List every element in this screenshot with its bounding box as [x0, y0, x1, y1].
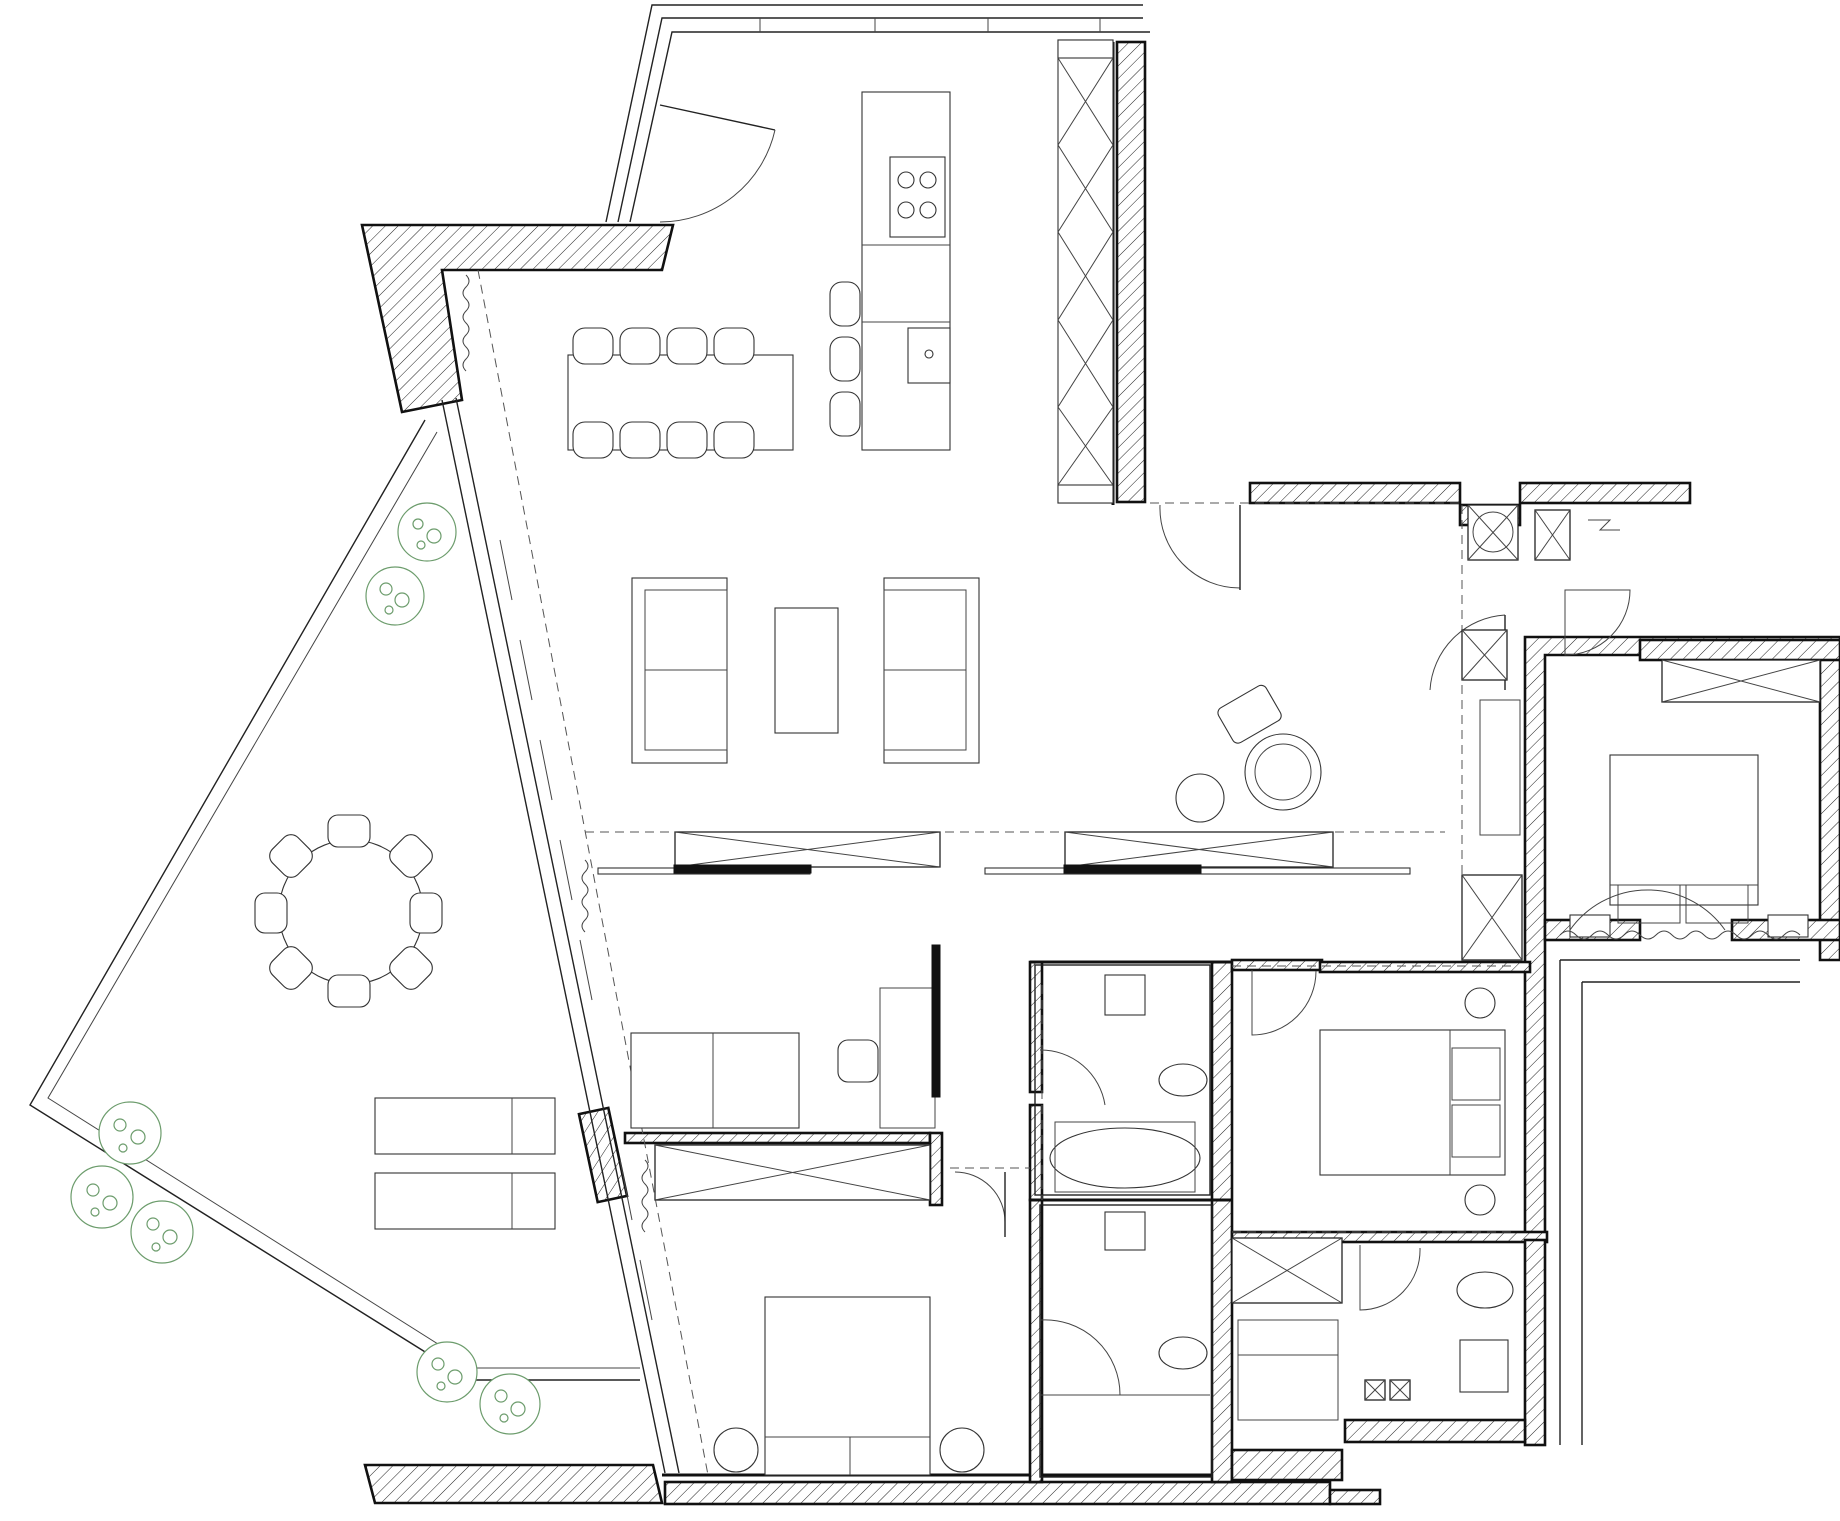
planter-1: [397, 502, 457, 562]
planters: [70, 502, 541, 1435]
basin-lower: [1104, 1211, 1146, 1251]
planter-2: [365, 566, 425, 626]
planter-6: [416, 1341, 478, 1403]
terrace-round-table: [254, 814, 443, 1008]
hall: [1159, 504, 1506, 960]
kitchen-island: [861, 91, 951, 451]
bathroom-upper: [1034, 964, 1211, 1196]
misc-dashed-lines: [950, 502, 1460, 1200]
planter-5: [130, 1200, 194, 1264]
sun-loungers: [374, 1097, 556, 1230]
terrace: [29, 419, 640, 1381]
toilet-upper: [1158, 1063, 1208, 1097]
cooktop: [889, 156, 946, 238]
wc-lower-right: [1231, 1237, 1514, 1421]
tall-storage: [1057, 39, 1114, 504]
entrance-door: [659, 104, 776, 223]
bathroom-lower: [1039, 1204, 1213, 1478]
toilet-lower: [1158, 1336, 1208, 1370]
armchair-set: [1175, 684, 1322, 823]
sliding-partitions: [585, 831, 1445, 875]
west-glazing: [441, 269, 709, 1476]
basin-upper: [1104, 974, 1146, 1016]
bedroom-middle: [1232, 965, 1515, 1233]
planter-4: [70, 1165, 134, 1229]
planter-3: [98, 1101, 162, 1165]
coffee-table: [774, 607, 839, 734]
study: [630, 944, 941, 1201]
bar-stools: [829, 281, 861, 437]
utility-cupboards: [1461, 504, 1631, 961]
living-sofas: [631, 577, 980, 764]
bathtub: [1049, 1127, 1201, 1189]
master-bedroom: [713, 1171, 1006, 1476]
planter-7: [479, 1373, 541, 1435]
dining-table: [567, 327, 794, 459]
bedroom-top-right: [1559, 659, 1821, 940]
